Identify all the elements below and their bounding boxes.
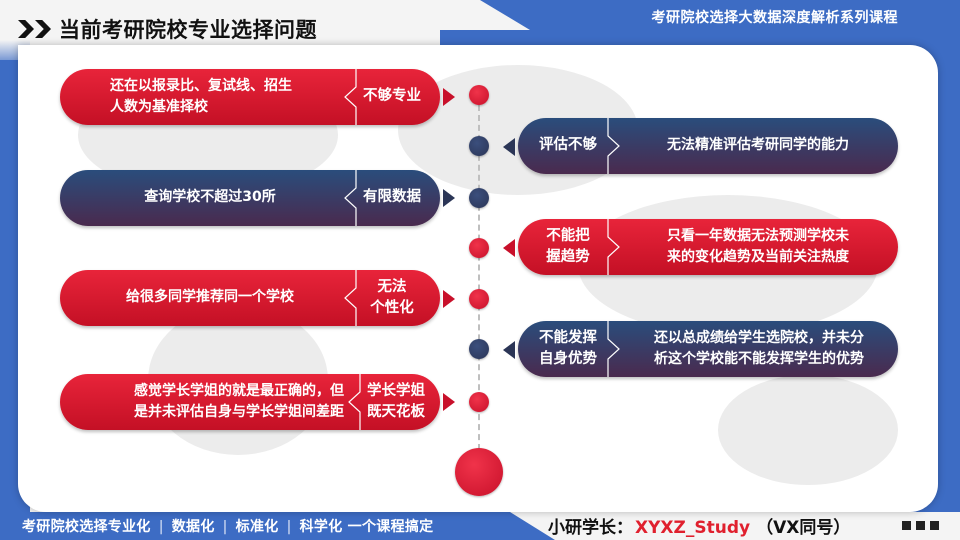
problem-description: 给很多同学推荐同一个学校	[80, 287, 340, 308]
arrow-right-icon	[443, 290, 455, 308]
tag-line: 既天花板	[367, 404, 425, 420]
text-line: 只看一年数据无法预测学校未	[667, 228, 849, 244]
timeline-dot	[469, 85, 489, 105]
problem-tag: 不够专业	[358, 86, 426, 107]
double-chevron-right-icon	[18, 20, 51, 38]
card-separator	[342, 270, 362, 326]
timeline-dot	[469, 392, 489, 412]
timeline-dashed-line	[478, 95, 480, 470]
tag-line: 评估不够	[539, 137, 597, 153]
problem-tag: 无法 个性化	[358, 277, 426, 319]
text-line: 析这个学校能不能发挥学生的优势	[654, 351, 864, 367]
slogan-separator: |	[158, 519, 164, 535]
text-line: 来的变化趋势及当前关注热度	[667, 249, 849, 265]
timeline-dot	[469, 188, 489, 208]
problem-description: 只看一年数据无法预测学校未 来的变化趋势及当前关注热度	[628, 226, 888, 268]
card-separator	[604, 321, 624, 377]
tag-line: 学长学姐	[367, 383, 425, 399]
problem-description: 还在以报录比、复试线、招生 人数为基准择校	[110, 76, 350, 118]
slogan-part: 数据化	[171, 519, 215, 535]
frame-top-cut	[0, 0, 530, 30]
problem-card-right-3: 不能发挥 自身优势 还以总成绩给学生选院校，并未分 析这个学校能不能发挥学生的优…	[518, 321, 898, 377]
page-title: 当前考研院校专业选择问题	[59, 18, 317, 42]
tag-line: 握趋势	[546, 249, 590, 265]
problem-card-left-3: 给很多同学推荐同一个学校 无法 个性化	[60, 270, 440, 326]
card-separator	[604, 219, 624, 275]
text-line: 还在以报录比、复试线、招生	[110, 78, 292, 94]
tag-line: 不够专业	[363, 88, 421, 104]
slogan-part: 考研院校选择专业化	[22, 519, 151, 535]
author-handle: XYXZ_Study	[635, 518, 751, 538]
slogan-part: 标准化	[235, 519, 279, 535]
problem-card-left-4: 感觉学长学姐的就是最正确的，但 是并未评估自身与学长学姐间差距 学长学姐 既天花…	[60, 374, 440, 430]
text-line: 给很多同学推荐同一个学校	[126, 289, 294, 305]
problem-description: 还以总成绩给学生选院校，并未分 析这个学校能不能发挥学生的优势	[624, 328, 894, 370]
text-line: 人数为基准择校	[110, 99, 208, 115]
author-credit: 小研学长： XYXZ_Study （VX同号）	[548, 513, 850, 538]
tag-line: 自身优势	[539, 351, 597, 367]
slogan-separator: |	[222, 519, 228, 535]
timeline-dot	[469, 339, 489, 359]
problem-tag: 评估不够	[532, 135, 604, 156]
text-line: 感觉学长学姐的就是最正确的，但	[134, 383, 344, 399]
problem-description: 查询学校不超过30所	[80, 187, 340, 208]
timeline-end-dot	[455, 448, 503, 496]
card-separator	[346, 374, 366, 430]
card-separator	[342, 170, 362, 226]
tag-line: 无法	[377, 279, 407, 295]
footer-slogan: 考研院校选择专业化 | 数据化 | 标准化 | 科学化 一个课程搞定	[22, 516, 433, 536]
arrow-left-icon	[503, 239, 515, 257]
footer-blue-band	[0, 512, 555, 540]
text-line: 是并未评估自身与学长学姐间差距	[134, 404, 344, 420]
tag-line: 有限数据	[363, 189, 421, 205]
series-title: 考研院校选择大数据深度解析系列课程	[651, 10, 898, 26]
problem-description: 无法精准评估考研同学的能力	[628, 135, 888, 156]
text-line: 查询学校不超过30所	[144, 189, 276, 205]
text-line: 还以总成绩给学生选院校，并未分	[654, 330, 864, 346]
arrow-left-icon	[503, 341, 515, 359]
arrow-right-icon	[443, 393, 455, 411]
problem-tag: 有限数据	[358, 187, 426, 208]
problem-card-left-2: 查询学校不超过30所 有限数据	[60, 170, 440, 226]
problem-tag: 不能发挥 自身优势	[530, 328, 606, 370]
slogan-separator: |	[286, 519, 292, 535]
footer-white-band	[510, 512, 960, 540]
timeline-dot	[469, 136, 489, 156]
tag-line: 个性化	[370, 300, 414, 316]
text-line: 无法精准评估考研同学的能力	[667, 137, 849, 153]
tag-line: 不能发挥	[539, 330, 597, 346]
arrow-left-icon	[503, 138, 515, 156]
card-separator	[342, 69, 362, 125]
problem-card-right-2: 不能把 握趋势 只看一年数据无法预测学校未 来的变化趋势及当前关注热度	[518, 219, 898, 275]
three-squares-icon	[902, 521, 939, 530]
author-label: 小研学长：	[548, 518, 633, 538]
arrow-right-icon	[443, 189, 455, 207]
slogan-part: 科学化 一个课程搞定	[299, 519, 434, 535]
page-header: 当前考研院校专业选择问题	[18, 14, 317, 44]
problem-tag: 不能把 握趋势	[532, 226, 604, 268]
arrow-right-icon	[443, 88, 455, 106]
timeline-dot	[469, 289, 489, 309]
author-note: （VX同号）	[756, 518, 851, 538]
timeline-dot	[469, 238, 489, 258]
world-map-shape	[718, 375, 898, 485]
problem-tag: 学长学姐 既天花板	[360, 381, 432, 423]
card-separator	[604, 118, 624, 174]
problem-card-right-1: 评估不够 无法精准评估考研同学的能力	[518, 118, 898, 174]
problem-card-left-1: 还在以报录比、复试线、招生 人数为基准择校 不够专业	[60, 69, 440, 125]
tag-line: 不能把	[546, 228, 590, 244]
problem-description: 感觉学长学姐的就是最正确的，但 是并未评估自身与学长学姐间差距	[74, 381, 344, 423]
